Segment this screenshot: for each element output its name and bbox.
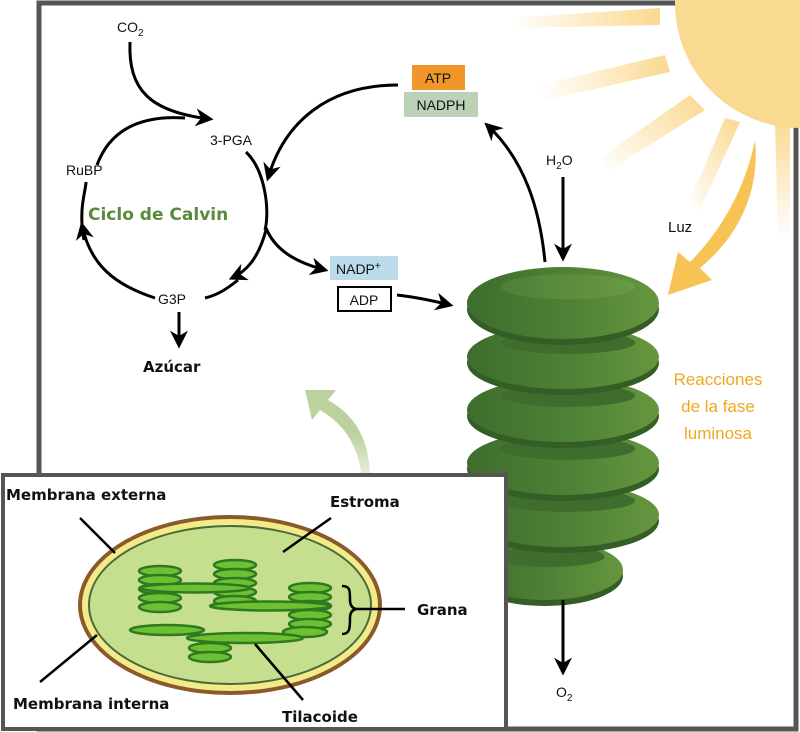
oxygen-label: O2 (556, 684, 573, 704)
thylakoid-label: Tilacoide (282, 708, 358, 726)
nadph-badge (404, 92, 478, 117)
atp-nadph-arrow (484, 122, 547, 263)
nadp-label: NADP+ (336, 261, 381, 277)
co2-label: CO2 (117, 19, 144, 39)
grana-label: Grana (417, 601, 468, 619)
thylakoid-disc (467, 378, 659, 448)
thylakoid-stacks (128, 558, 333, 664)
nadp-badge (330, 256, 398, 280)
chloroplast-illustration (78, 515, 382, 695)
calvin-to-nadp-arrow (264, 227, 329, 275)
thylakoid (138, 582, 252, 594)
atp-to-calvin-arrow (263, 83, 399, 182)
thylakoid-leader (254, 643, 304, 701)
water-label: H2O (546, 152, 573, 172)
thylakoid (137, 600, 183, 614)
sun-icon (510, 0, 800, 240)
g3p-label: G3P (158, 291, 186, 307)
calvin-cycle-title: Ciclo de Calvin (88, 205, 228, 225)
inner-membrane-leader (39, 634, 98, 683)
co2-arrow (128, 41, 214, 127)
calvin-arc-to-g3p (228, 229, 268, 281)
atp-badge (412, 65, 465, 90)
light-label: Luz (668, 219, 692, 236)
calvin-arc-rubp-pga (95, 116, 186, 166)
thylakoid (208, 600, 332, 612)
adp-to-granum-arrow (396, 292, 454, 311)
thylakoid (128, 623, 206, 637)
adp-badge (337, 286, 392, 312)
stroma-label: Estroma (330, 493, 400, 511)
rubp-label: RuBP (66, 162, 103, 178)
thylakoid (187, 650, 233, 664)
inset-pointer-arrow (305, 390, 370, 478)
light-reactions-title-line-3: luminosa (684, 424, 753, 443)
atp-label: ATP (425, 70, 451, 86)
adp-label: ADP (350, 292, 379, 308)
light-arrow-icon (668, 140, 756, 295)
sugar-label: Azúcar (143, 358, 201, 376)
pga-label: 3-PGA (210, 132, 253, 148)
stroma-leader (282, 516, 332, 554)
outer-membrane-leader (79, 517, 116, 554)
calvin-arc-g3p-rubp (76, 221, 156, 300)
calvin-arc-g3p-right (204, 278, 239, 300)
light-reactions-title-line-1: Reacciones (674, 370, 763, 389)
outer-membrane-label: Membrana externa (6, 486, 166, 504)
inner-membrane-label: Membrana interna (13, 695, 169, 713)
thylakoid-disc (467, 267, 659, 345)
nadph-label: NADPH (416, 97, 465, 113)
thylakoid (185, 631, 305, 645)
light-reactions-title-line-2: de la fase (681, 397, 755, 416)
calvin-arc-rubp-left (80, 181, 88, 241)
calvin-arc-pga-right (244, 150, 269, 231)
